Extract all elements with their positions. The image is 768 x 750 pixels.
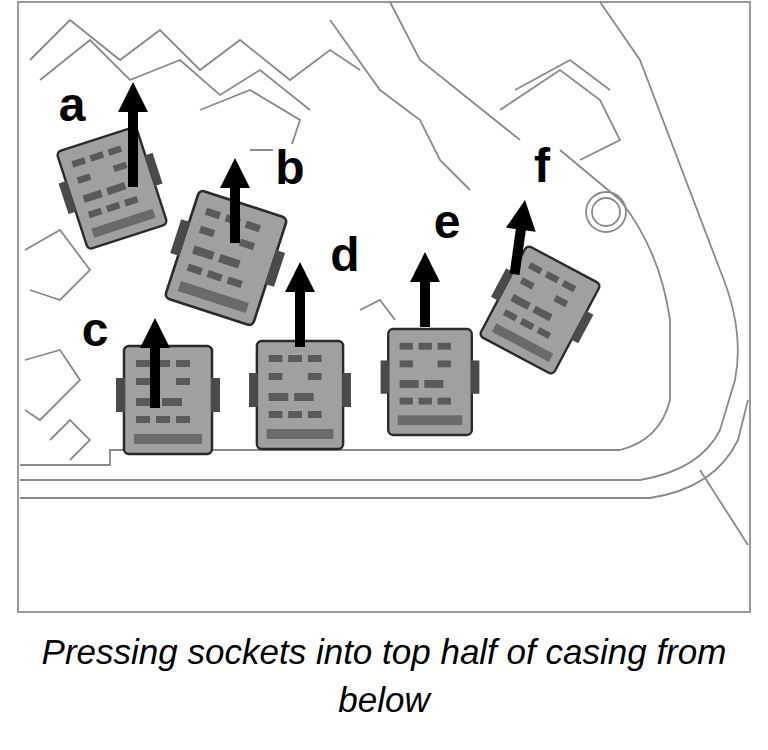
callout-letter: c — [80, 306, 111, 354]
socket — [49, 124, 175, 252]
callout-letter: f — [532, 142, 552, 190]
figure-caption: Pressing sockets into top half of casing… — [24, 628, 744, 724]
figure-frame — [18, 2, 750, 612]
push-arrows — [118, 82, 540, 408]
callout-letter: a — [57, 81, 88, 129]
socket — [472, 242, 607, 379]
socket — [116, 346, 220, 454]
socket — [157, 187, 296, 329]
callout-letter: d — [328, 231, 361, 279]
callout-letter: b — [273, 144, 306, 192]
callout-letter: e — [432, 198, 463, 246]
socket — [381, 329, 480, 435]
socket — [249, 341, 351, 449]
casing-outline — [20, 2, 748, 545]
